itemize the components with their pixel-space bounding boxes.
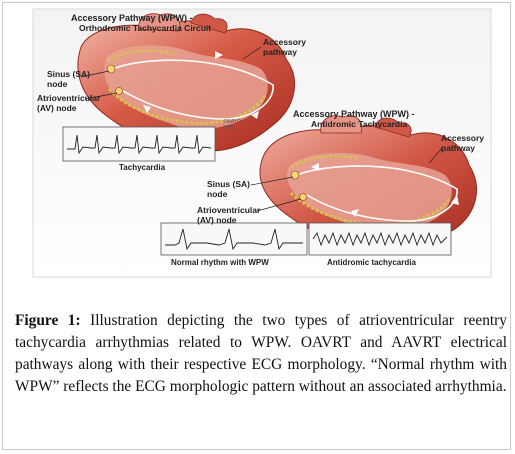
bottom-ecg-strips xyxy=(160,222,452,256)
bottom-title-line1: Accessory Pathway (WPW) - xyxy=(293,109,415,119)
normal-rhythm-caption: Normal rhythm with WPW xyxy=(171,258,269,267)
bottom-heart xyxy=(250,115,477,251)
wpw-illustration: Accessory Pathway (WPW) - Orthodromic Ta… xyxy=(11,7,508,285)
top-av-node-label: Atrioventricular (AV) node xyxy=(37,93,101,113)
top-title-line2: Orthodromic Tachycardia Circuit xyxy=(79,23,212,33)
figure-caption: Figure 1: Illustration depicting the two… xyxy=(15,310,507,398)
antidromic-tachycardia-caption: Antidromic tachycardia xyxy=(327,258,416,267)
top-title-line1: Accessory Pathway (WPW) - xyxy=(71,13,193,23)
bottom-sinus-node-label: Sinus (SA) node xyxy=(207,179,250,199)
top-heart xyxy=(77,13,296,152)
figure-frame: Accessory Pathway (WPW) - Orthodromic Ta… xyxy=(2,2,511,450)
top-ecg-strip xyxy=(62,126,216,162)
bottom-av-node-label: Atrioventricular (AV) node xyxy=(197,205,261,225)
top-sinus-node-label: Sinus (SA) node xyxy=(47,69,90,89)
figure-caption-text: Illustration depicting the two types of … xyxy=(15,312,508,396)
figure-label: Figure 1: xyxy=(15,312,81,330)
heart-illustration-graphic xyxy=(32,8,492,278)
bottom-accessory-pathway-label: Accessory pathway xyxy=(441,133,485,153)
top-accessory-pathway-label: Accessory pathway xyxy=(263,37,307,57)
top-ecg-caption: Tachycardia xyxy=(119,163,166,172)
copyright-text: ©MAYO 2009 xyxy=(223,119,242,131)
bottom-title-line2: Antidromic Tachycardia xyxy=(311,119,408,129)
